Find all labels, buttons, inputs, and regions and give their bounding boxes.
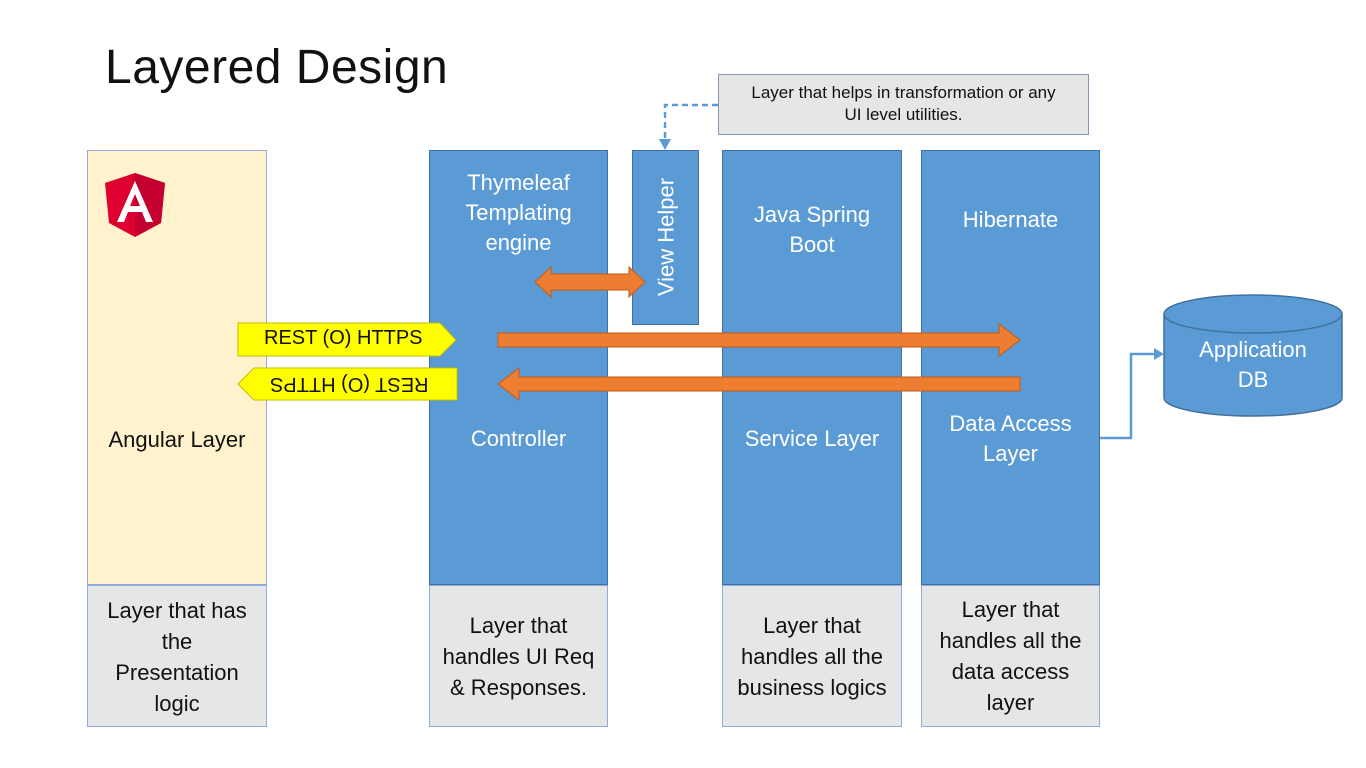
angular-layer-label: Angular Layer (108, 427, 246, 452)
controller-desc-box: Layer that handles UI Req & Responses. (429, 585, 608, 727)
service-layer-box: Java Spring Boot Service Layer (722, 150, 902, 585)
double-arrow (534, 265, 646, 299)
data-access-layer-box: Hibernate Data Access Layer (921, 150, 1100, 585)
controller-layer-box: Thymeleaf Templating engine Controller (429, 150, 608, 585)
angular-layer-box: Angular Layer (87, 150, 267, 585)
hibernate-label: Hibernate (962, 207, 1059, 232)
db-connector (1100, 352, 1155, 440)
data-access-layer-label: Data Access Layer (949, 411, 1072, 466)
service-layer-label: Service Layer (744, 426, 880, 451)
page-title: Layered Design (105, 41, 449, 94)
response-tag-shape (237, 367, 458, 401)
angular-logo-icon (105, 173, 165, 237)
view-helper-box: View Helper (632, 150, 699, 325)
view-helper-note: Layer that helps in transformation or an… (718, 74, 1089, 135)
angular-desc-text: Layer that has the Presentation logic (107, 598, 247, 716)
response-arrow (497, 366, 1021, 402)
request-tag-shape (237, 322, 457, 357)
service-desc-text: Layer that handles all the business logi… (737, 613, 887, 700)
angular-desc-box: Layer that has the Presentation logic (87, 585, 267, 727)
controller-desc-text: Layer that handles UI Req & Responses. (442, 613, 595, 700)
data-access-desc-text: Layer that handles all the data access l… (939, 597, 1082, 715)
request-arrow (497, 322, 1021, 358)
db-connector-arrowhead (1154, 348, 1164, 360)
thymeleaf-label: Thymeleaf Templating engine (465, 170, 572, 255)
data-access-desc-box: Layer that handles all the data access l… (921, 585, 1100, 727)
response-tag-label: REST (O) HTTPS (270, 373, 429, 395)
dashed-arrowhead (659, 139, 671, 150)
service-desc-box: Layer that handles all the business logi… (722, 585, 902, 727)
database-label: Application DB (1199, 337, 1307, 392)
spring-boot-label: Java Spring Boot (753, 202, 871, 257)
request-tag-label: REST (O) HTTPS (264, 327, 423, 349)
controller-label: Controller (470, 426, 567, 451)
dashed-connector (663, 103, 718, 140)
database-cylinder (1163, 294, 1343, 417)
